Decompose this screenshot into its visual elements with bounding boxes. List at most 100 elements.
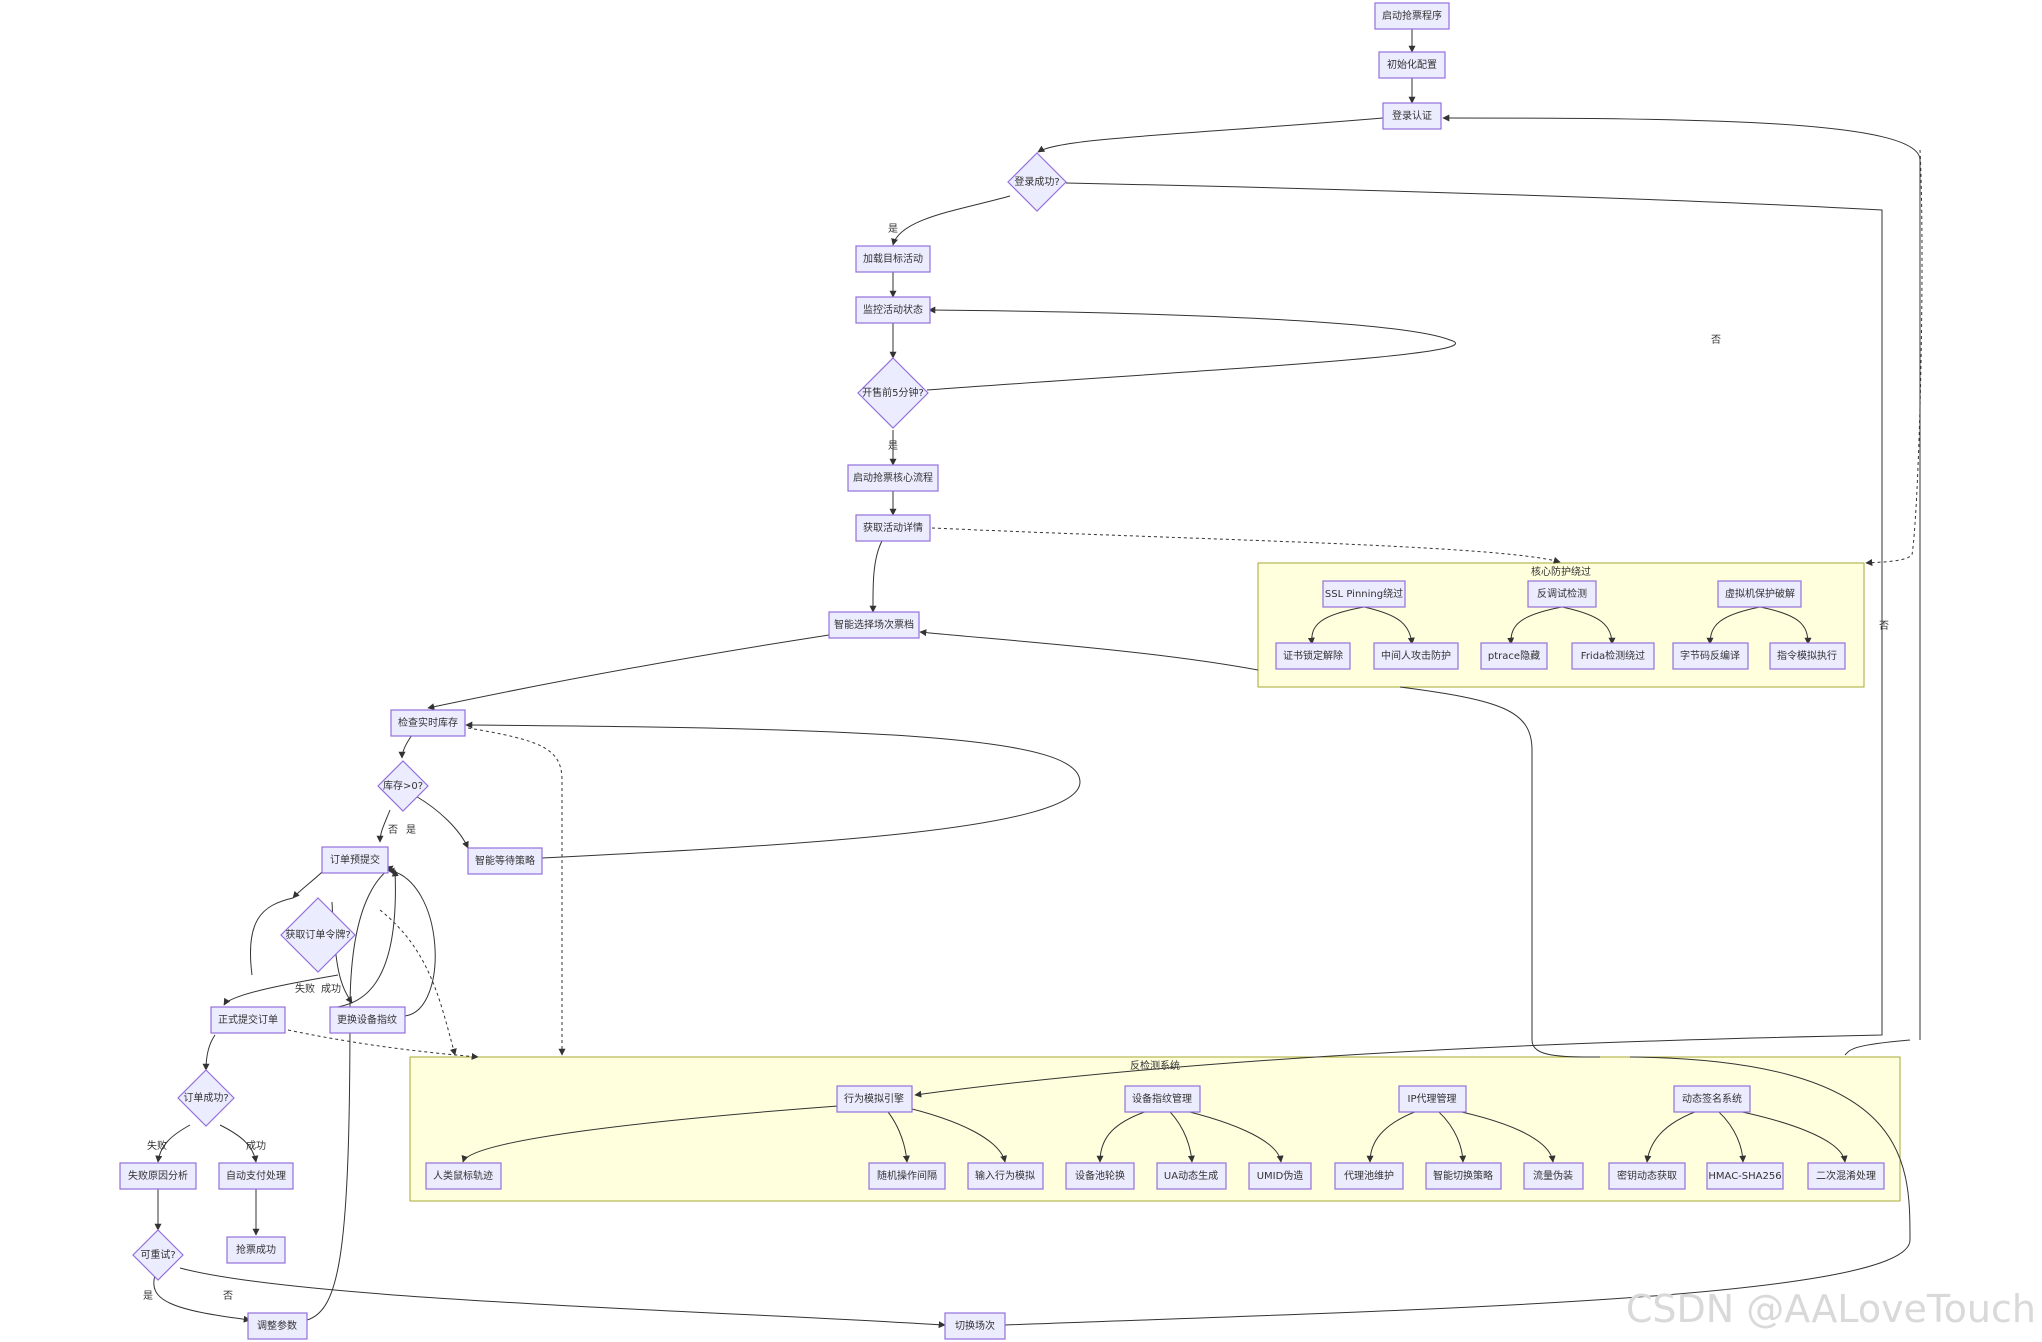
svg-text:UMID伪造: UMID伪造 — [1257, 1169, 1304, 1182]
cluster-anti-title: 反检测系统 — [1130, 1059, 1180, 1072]
svg-text:库存>0?: 库存>0? — [383, 779, 423, 792]
svg-text:Frida检测绕过: Frida检测绕过 — [1581, 649, 1645, 662]
svg-text:人类鼠标轨迹: 人类鼠标轨迹 — [433, 1169, 493, 1182]
node-umid[interactable]: UMID伪造 — [1248, 1162, 1312, 1190]
svg-text:随机操作间隔: 随机操作间隔 — [877, 1169, 937, 1182]
svg-text:HMAC-SHA256: HMAC-SHA256 — [1708, 1171, 1781, 1182]
svg-text:流量伪装: 流量伪装 — [1533, 1169, 1573, 1182]
edge-label-token-success: 成功 — [321, 983, 341, 995]
node-devpool[interactable]: 设备池轮换 — [1065, 1162, 1135, 1190]
node-login-ok-decision[interactable]: 登录成功? — [1007, 152, 1067, 212]
svg-text:检查实时库存: 检查实时库存 — [398, 716, 458, 729]
edge-label-order-fail: 失败 — [147, 1139, 167, 1152]
node-success[interactable]: 抢票成功 — [226, 1236, 286, 1264]
svg-text:获取订单令牌?: 获取订单令牌? — [285, 928, 350, 941]
node-wait[interactable]: 智能等待策略 — [467, 847, 543, 875]
node-submit[interactable]: 正式提交订单 — [210, 1006, 286, 1034]
svg-text:设备指纹管理: 设备指纹管理 — [1132, 1092, 1192, 1105]
node-mouse[interactable]: 人类鼠标轨迹 — [425, 1162, 502, 1190]
svg-text:行为模拟引擎: 行为模拟引擎 — [844, 1092, 904, 1105]
node-hmac[interactable]: HMAC-SHA256 — [1706, 1162, 1784, 1190]
cluster-core-title: 核心防护绕过 — [1531, 565, 1591, 578]
node-devfp[interactable]: 设备指纹管理 — [1124, 1085, 1201, 1113]
svg-text:订单成功?: 订单成功? — [183, 1092, 228, 1104]
svg-text:启动抢票程序: 启动抢票程序 — [1382, 9, 1442, 22]
node-order-ok-decision[interactable]: 订单成功? — [177, 1069, 235, 1127]
edge-label-token-fail: 失败 — [295, 982, 315, 995]
node-start[interactable]: 启动抢票程序 — [1374, 2, 1450, 30]
node-ptrace[interactable]: ptrace隐藏 — [1480, 642, 1548, 670]
svg-text:反调试检测: 反调试检测 — [1537, 587, 1587, 600]
svg-text:二次混淆处理: 二次混淆处理 — [1816, 1169, 1876, 1182]
nodes: 启动抢票程序 初始化配置 登录认证 登录成功? 加载目标活动 监控活动状态 开售… — [119, 2, 1885, 1340]
node-ssl[interactable]: SSL Pinning绕过 — [1322, 580, 1406, 608]
node-traffic[interactable]: 流量伪装 — [1523, 1162, 1584, 1190]
watermark-text: CSDN @AALoveTouch — [1626, 1287, 2036, 1331]
svg-text:代理池维护: 代理池维护 — [1344, 1169, 1394, 1182]
node-cert[interactable]: 证书锁定解除 — [1275, 642, 1351, 670]
edge-label-retry-no: 否 — [223, 1290, 233, 1302]
node-start-core[interactable]: 启动抢票核心流程 — [847, 464, 939, 492]
node-fail-analysis[interactable]: 失败原因分析 — [119, 1162, 197, 1190]
svg-text:字节码反编译: 字节码反编译 — [1680, 649, 1740, 662]
edge-label-login-yes: 是 — [888, 223, 898, 235]
node-vm[interactable]: 虚拟机保护破解 — [1717, 580, 1802, 608]
edge-label-retry-no-right: 否 — [1879, 620, 1889, 632]
node-ua[interactable]: UA动态生成 — [1156, 1162, 1227, 1190]
node-switch[interactable]: 切换场次 — [944, 1312, 1006, 1340]
node-change-fp[interactable]: 更换设备指纹 — [329, 1006, 406, 1034]
svg-text:指令模拟执行: 指令模拟执行 — [1777, 649, 1837, 662]
node-proxypool[interactable]: 代理池维护 — [1334, 1162, 1404, 1190]
node-pre-submit[interactable]: 订单预提交 — [321, 846, 389, 874]
node-instr[interactable]: 指令模拟执行 — [1769, 642, 1846, 670]
node-five-min-decision[interactable]: 开售前5分钟? — [857, 357, 929, 429]
edge-labels: 是 否 是 否 否 是 失败 成功 失败 成功 是 否 — [143, 223, 1889, 1302]
node-bytecode[interactable]: 字节码反编译 — [1672, 642, 1749, 670]
edge-label-login-no: 否 — [1711, 334, 1721, 346]
svg-text:自动支付处理: 自动支付处理 — [226, 1169, 286, 1182]
node-interval[interactable]: 随机操作间隔 — [868, 1162, 946, 1190]
svg-text:监控活动状态: 监控活动状态 — [863, 303, 923, 316]
svg-text:开售前5分钟?: 开售前5分钟? — [862, 386, 924, 399]
node-adjust[interactable]: 调整参数 — [247, 1312, 308, 1340]
node-retry-decision[interactable]: 可重试? — [132, 1229, 184, 1281]
node-login[interactable]: 登录认证 — [1382, 102, 1442, 130]
node-select[interactable]: 智能选择场次票档 — [828, 611, 920, 639]
svg-text:初始化配置: 初始化配置 — [1387, 58, 1437, 71]
svg-text:智能选择场次票档: 智能选择场次票档 — [834, 618, 914, 631]
node-key[interactable]: 密钥动态获取 — [1608, 1162, 1686, 1190]
svg-text:中间人攻击防护: 中间人攻击防护 — [1381, 649, 1451, 662]
edge-label-stock-no: 否 — [388, 824, 398, 836]
svg-text:调整参数: 调整参数 — [257, 1319, 297, 1332]
node-stock-decision[interactable]: 库存>0? — [377, 760, 429, 812]
svg-text:抢票成功: 抢票成功 — [236, 1243, 276, 1256]
node-behavior[interactable]: 行为模拟引擎 — [836, 1085, 913, 1113]
svg-text:密钥动态获取: 密钥动态获取 — [1617, 1169, 1677, 1182]
node-smartswitch[interactable]: 智能切换策略 — [1425, 1162, 1502, 1190]
node-sign[interactable]: 动态签名系统 — [1673, 1085, 1751, 1113]
node-antidebug[interactable]: 反调试检测 — [1527, 580, 1597, 608]
node-mitm[interactable]: 中间人攻击防护 — [1373, 642, 1459, 670]
node-token-decision[interactable]: 获取订单令牌? — [280, 897, 356, 973]
svg-text:登录认证: 登录认证 — [1392, 109, 1432, 122]
node-check-stock[interactable]: 检查实时库存 — [390, 709, 466, 737]
svg-text:UA动态生成: UA动态生成 — [1164, 1169, 1218, 1182]
node-auto-pay[interactable]: 自动支付处理 — [218, 1162, 294, 1190]
svg-text:智能切换策略: 智能切换策略 — [1433, 1169, 1493, 1182]
svg-text:加载目标活动: 加载目标活动 — [863, 253, 923, 265]
node-hash[interactable]: 二次混淆处理 — [1807, 1162, 1885, 1190]
node-frida[interactable]: Frida检测绕过 — [1571, 642, 1655, 670]
svg-text:切换场次: 切换场次 — [955, 1319, 995, 1332]
svg-text:ptrace隐藏: ptrace隐藏 — [1488, 650, 1540, 662]
svg-text:启动抢票核心流程: 启动抢票核心流程 — [853, 471, 933, 484]
node-monitor[interactable]: 监控活动状态 — [855, 296, 931, 324]
node-load-event[interactable]: 加载目标活动 — [855, 245, 931, 273]
node-init[interactable]: 初始化配置 — [1378, 51, 1446, 79]
svg-text:登录成功?: 登录成功? — [1014, 175, 1059, 188]
svg-text:设备池轮换: 设备池轮换 — [1075, 1169, 1125, 1182]
svg-text:获取活动详情: 获取活动详情 — [863, 521, 923, 534]
node-get-detail[interactable]: 获取活动详情 — [855, 514, 931, 542]
node-ip[interactable]: IP代理管理 — [1398, 1085, 1467, 1113]
node-input[interactable]: 输入行为模拟 — [967, 1162, 1044, 1190]
svg-text:可重试?: 可重试? — [140, 1248, 175, 1261]
